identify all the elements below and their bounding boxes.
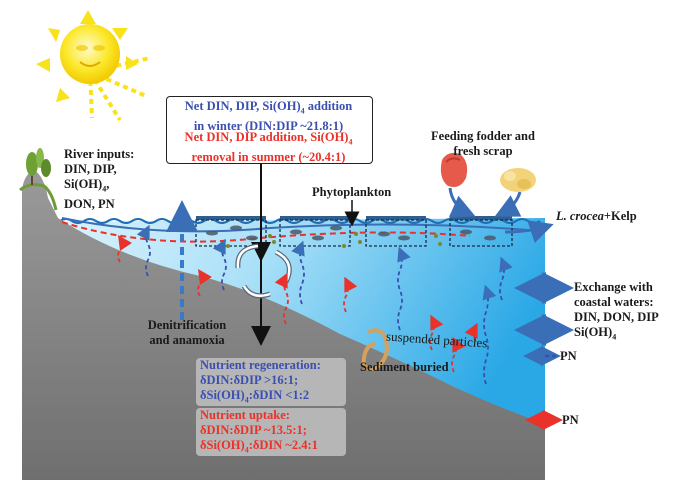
phytoplankton-label: Phytoplankton — [312, 185, 392, 199]
regeneration-text: Nutrient regeneration: δDIN:δDIP >16:1; … — [200, 358, 321, 405]
river-inputs-label: River inputs: DIN, DIP, Si(OH)4, DON, PN — [64, 147, 135, 211]
denitrification-label: Denitrification and anamoxia — [147, 318, 227, 347]
sediment-buried-label: Sediment buried — [360, 360, 449, 374]
tree-icon — [26, 148, 51, 185]
feeding-label: Feeding fodder and fresh scrap — [431, 129, 535, 158]
summer-budget-text: Net DIN, DIP addition, Si(OH)4 removal i… — [184, 130, 353, 164]
sediment-particle — [361, 328, 389, 371]
fresh-scrap-icon — [500, 168, 536, 192]
sun-icon — [36, 10, 151, 122]
seasonal-budget-box — [166, 96, 373, 164]
exchange-label: Exchange with coastal waters: DIN, DON, … — [574, 280, 659, 342]
pn-exchange-blue: PN — [560, 349, 577, 363]
fodder-icon — [440, 152, 468, 187]
culture-raft — [196, 216, 512, 220]
pn-exchange-red: PN — [562, 413, 579, 427]
regeneration-box — [196, 358, 346, 406]
winter-budget-text: Net DIN, DIP, Si(OH)4 addition in winter… — [184, 99, 353, 133]
uptake-box — [196, 408, 346, 456]
sea-surface — [59, 218, 541, 224]
seabed — [22, 170, 545, 480]
uptake-text: Nutrient uptake: δDIN:δDIP ~13.5:1; δSi(… — [200, 408, 318, 455]
culture-species-label: L. crocea+Kelp — [556, 209, 637, 223]
